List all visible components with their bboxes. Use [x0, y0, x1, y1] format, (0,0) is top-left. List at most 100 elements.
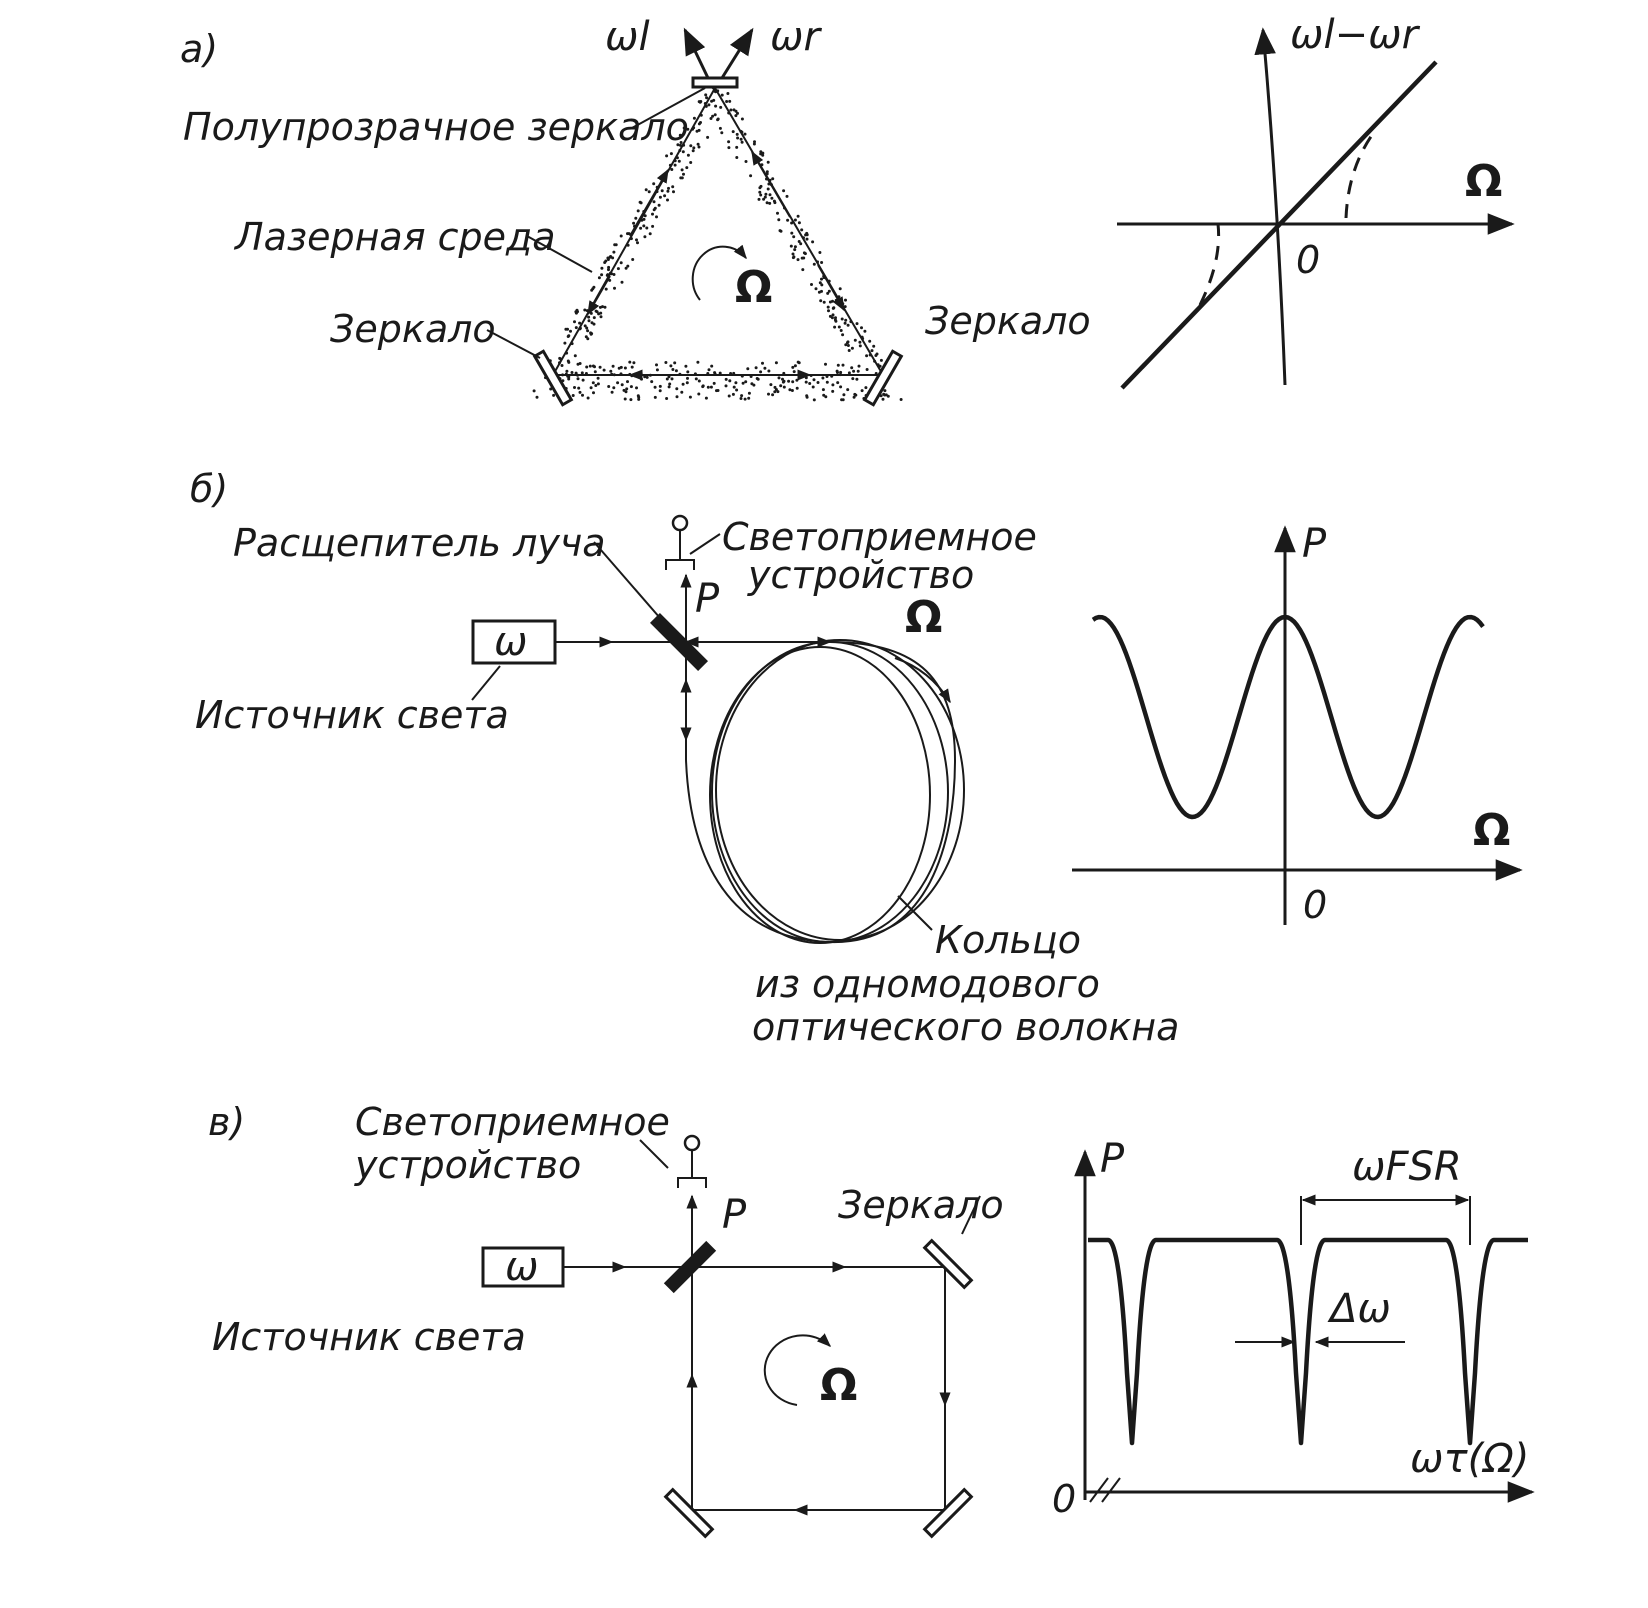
laser-medium-dot	[768, 201, 772, 205]
laser-medium-dot	[804, 376, 808, 380]
laser-medium-dot	[624, 390, 628, 394]
laser-medium-dot	[563, 341, 567, 345]
output-arrow-left	[683, 27, 710, 79]
laser-medium-dot	[593, 365, 596, 369]
laser-medium-dot	[571, 394, 575, 397]
laser-medium-dot	[718, 126, 722, 130]
laser-medium-dot	[872, 344, 876, 348]
laser-medium-dot	[609, 369, 613, 373]
graph-b-response-curve	[1091, 614, 1485, 820]
laser-medium-dot	[781, 377, 784, 381]
laser-medium-dot	[655, 215, 658, 219]
laser-medium-dot	[624, 266, 628, 270]
laser-medium-dot	[688, 395, 692, 399]
laser-medium-dot	[669, 152, 673, 156]
laser-medium-dot	[668, 382, 672, 386]
laser-medium-dot	[667, 186, 670, 190]
laser-medium-dot	[574, 371, 578, 375]
laser-medium-dot	[740, 117, 744, 121]
laser-medium-dot	[626, 380, 629, 384]
detector-b-leader	[689, 533, 721, 555]
laser-medium-dot	[592, 391, 595, 395]
graph-c: ωFSR Δω P ωτ(Ω) 0	[1052, 1136, 1535, 1521]
laser-medium-dot	[827, 309, 830, 313]
laser-medium-dot	[820, 261, 824, 264]
fiber-coil	[685, 639, 965, 944]
laser-medium-dot	[818, 281, 822, 285]
laser-medium-dot	[604, 287, 608, 291]
laser-medium-dot	[685, 166, 689, 170]
laser-medium-dot	[713, 371, 717, 375]
laser-medium-dot	[820, 283, 824, 287]
output-arrow-right	[720, 27, 754, 79]
panel-c-label: в)	[208, 1100, 245, 1144]
laser-medium-dot	[694, 377, 698, 381]
laser-medium-dot	[879, 358, 883, 362]
laser-medium-dot	[727, 140, 731, 144]
laser-medium-dot	[753, 140, 756, 144]
laser-medium-dot	[850, 366, 854, 370]
laser-medium-dot	[847, 371, 851, 375]
graph-a-xlabel: Ω	[1465, 156, 1502, 207]
laser-medium-dot	[596, 382, 600, 386]
laser-medium-dot	[658, 389, 662, 393]
laser-medium-dot	[724, 384, 728, 388]
laser-medium-dot	[607, 265, 611, 269]
laser-medium-dot	[789, 244, 793, 248]
omega-l-label: ωl	[605, 14, 650, 60]
rotation-omega: Ω	[735, 262, 772, 313]
light-source-leader	[471, 665, 501, 701]
graph-a-ylabel: ωl−ωr	[1290, 12, 1421, 58]
laser-medium-dot	[589, 311, 593, 315]
laser-medium-dot	[776, 211, 779, 215]
laser-medium-dot	[764, 192, 768, 196]
laser-medium-dot	[758, 186, 762, 190]
laser-medium-dot	[856, 369, 860, 373]
laser-medium-dot	[692, 116, 696, 120]
laser-medium-dot	[704, 396, 708, 400]
laser-medium-dot	[811, 385, 815, 389]
laser-medium-dot	[836, 381, 840, 385]
laser-medium-dot	[720, 131, 724, 135]
laser-medium-dot	[831, 306, 835, 310]
laser-medium-dot	[635, 238, 638, 242]
laser-medium-dot	[843, 321, 847, 325]
laser-medium-dot	[790, 389, 794, 392]
laser-medium-dot	[655, 368, 659, 372]
laser-medium-dot	[858, 344, 862, 348]
laser-medium-dot	[599, 315, 603, 319]
fsr-label: ωFSR	[1352, 1144, 1462, 1190]
laser-medium-dot	[569, 329, 572, 333]
laser-medium-dot	[729, 108, 733, 112]
laser-medium-dot	[552, 393, 556, 397]
laser-medium-dot	[831, 383, 835, 387]
p-label-b: P	[695, 576, 720, 622]
laser-medium-dot	[650, 380, 654, 384]
laser-medium-dot	[583, 308, 587, 312]
laser-medium-dot	[749, 174, 753, 178]
laser-medium-dot	[670, 168, 674, 171]
laser-medium-dot	[565, 369, 569, 373]
detector-b-head	[671, 514, 689, 532]
laser-medium-dot	[589, 331, 593, 335]
laser-medium-dot	[827, 289, 831, 293]
laser-medium-dot	[664, 361, 668, 364]
detector-c-head	[683, 1134, 701, 1152]
laser-medium-dot	[792, 255, 796, 259]
laser-medium-dot	[840, 317, 844, 321]
laser-medium-dot	[586, 337, 590, 341]
laser-medium-dot	[692, 146, 696, 150]
laser-medium-dot	[581, 393, 584, 397]
laser-medium-dot	[728, 99, 732, 103]
laser-medium-dot	[612, 386, 616, 390]
laser-medium-dot	[854, 393, 858, 397]
laser-medium-dot	[657, 203, 661, 207]
laser-medium-dot	[697, 392, 701, 396]
laser-medium-dot	[833, 325, 837, 329]
width-label: Δω	[1327, 1286, 1391, 1332]
laser-medium-dot	[613, 286, 616, 290]
laser-medium-dot	[707, 103, 711, 107]
laser-medium-dot	[766, 160, 770, 164]
laser-medium-dot	[791, 252, 795, 256]
